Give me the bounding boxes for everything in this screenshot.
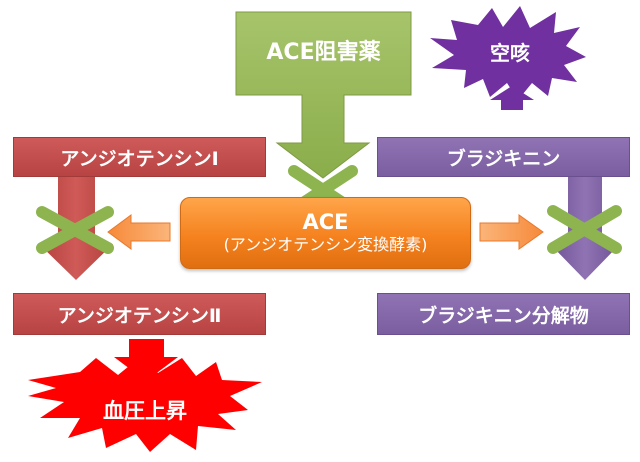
bradykinin-box: ブラジキニン xyxy=(377,137,630,177)
angiotensin-2-box: アンジオテンシンⅡ xyxy=(13,293,266,335)
cough-up-arrow xyxy=(490,86,534,110)
block-x-left-icon xyxy=(36,206,114,254)
cough-label: 空咳 xyxy=(490,40,530,65)
angiotensin-1-box: アンジオテンシンⅠ xyxy=(13,137,266,177)
bradykinin-metabolite-box: ブラジキニン分解物 xyxy=(377,293,630,335)
inhibitor-arrow xyxy=(235,11,412,179)
block-x-right-icon xyxy=(547,205,622,254)
ace-right-arrow xyxy=(479,214,544,250)
cough-burst xyxy=(430,6,586,100)
ace-inhibitor-label: ACE阻害薬 xyxy=(266,40,381,65)
ace-box: ACE (アンジオテンシン変換酵素) xyxy=(180,197,471,269)
blood-pressure-burst xyxy=(28,357,262,452)
blood-pressure-down-arrow xyxy=(114,339,178,381)
ace-left-arrow xyxy=(107,214,171,250)
ace-title: ACE xyxy=(302,210,349,234)
ace-subtitle: (アンジオテンシン変換酵素) xyxy=(223,235,428,254)
blood-pressure-label: 血圧上昇 xyxy=(103,399,187,423)
